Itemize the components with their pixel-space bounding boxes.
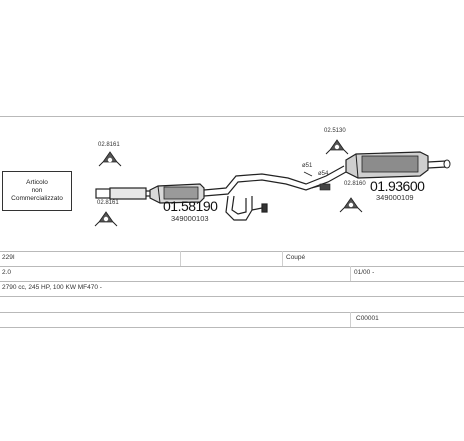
divider-row-5: [0, 312, 464, 313]
notice-line-2: non: [31, 187, 43, 194]
col-divider-3: [350, 266, 351, 281]
hanger-bottom-left-code[interactable]: 02.8161: [97, 200, 119, 206]
divider-row-4: [0, 296, 464, 297]
engine-cell: 2.0: [2, 269, 12, 276]
col-divider-1: [180, 251, 181, 266]
model-cell: 229I: [2, 254, 15, 261]
hanger-top-right-code[interactable]: 02.5130: [324, 128, 346, 134]
specs-cell: 2790 cc, 245 HP, 100 KW MF470 -: [2, 284, 102, 291]
divider-top: [0, 116, 464, 117]
pipe-diameter-2: ø54: [318, 171, 329, 177]
hanger-bottom-left-shape: [94, 211, 118, 227]
front-pipe: [95, 187, 150, 200]
divider-row-2: [0, 266, 464, 267]
col-divider-4: [350, 312, 351, 327]
divider-row-1: [0, 251, 464, 252]
rear-silencer: [345, 151, 451, 179]
exhaust-diagram: Articolo non Commercializzato 02.8161 02…: [2, 128, 451, 227]
date-cell: 01/00 -: [354, 269, 375, 276]
exhaust-system-drawing: [94, 139, 451, 227]
rear-silencer-oe-number: 349000109: [376, 193, 414, 202]
middle-silencer: [149, 183, 205, 204]
hanger-top-left-shape: [98, 151, 122, 167]
pipe-clamp: [303, 171, 331, 191]
reference-cell: C00001: [356, 315, 379, 322]
notice-line-1: Articolo: [26, 179, 48, 186]
notice-line-3: Commercializzato: [11, 195, 63, 202]
hanger-right-shape: [339, 197, 363, 213]
divider-row-6: [0, 327, 464, 328]
not-commercialized-notice: Articolo non Commercializzato: [2, 171, 72, 211]
body-type-cell: Coupé: [286, 254, 306, 261]
hanger-right-code[interactable]: 02.8160: [344, 181, 366, 187]
hanger-top-right-shape: [325, 139, 349, 155]
hanger-top-left-code[interactable]: 02.8161: [98, 142, 120, 148]
rear-silencer-code[interactable]: 01.93600: [370, 178, 425, 194]
middle-silencer-code[interactable]: 01.58190: [163, 198, 218, 214]
col-divider-2: [282, 251, 283, 266]
divider-row-3: [0, 281, 464, 282]
middle-silencer-oe-number: 349000103: [171, 214, 209, 223]
pipe-diameter-1: ø51: [302, 163, 313, 169]
intermediate-pipe: [203, 165, 347, 221]
